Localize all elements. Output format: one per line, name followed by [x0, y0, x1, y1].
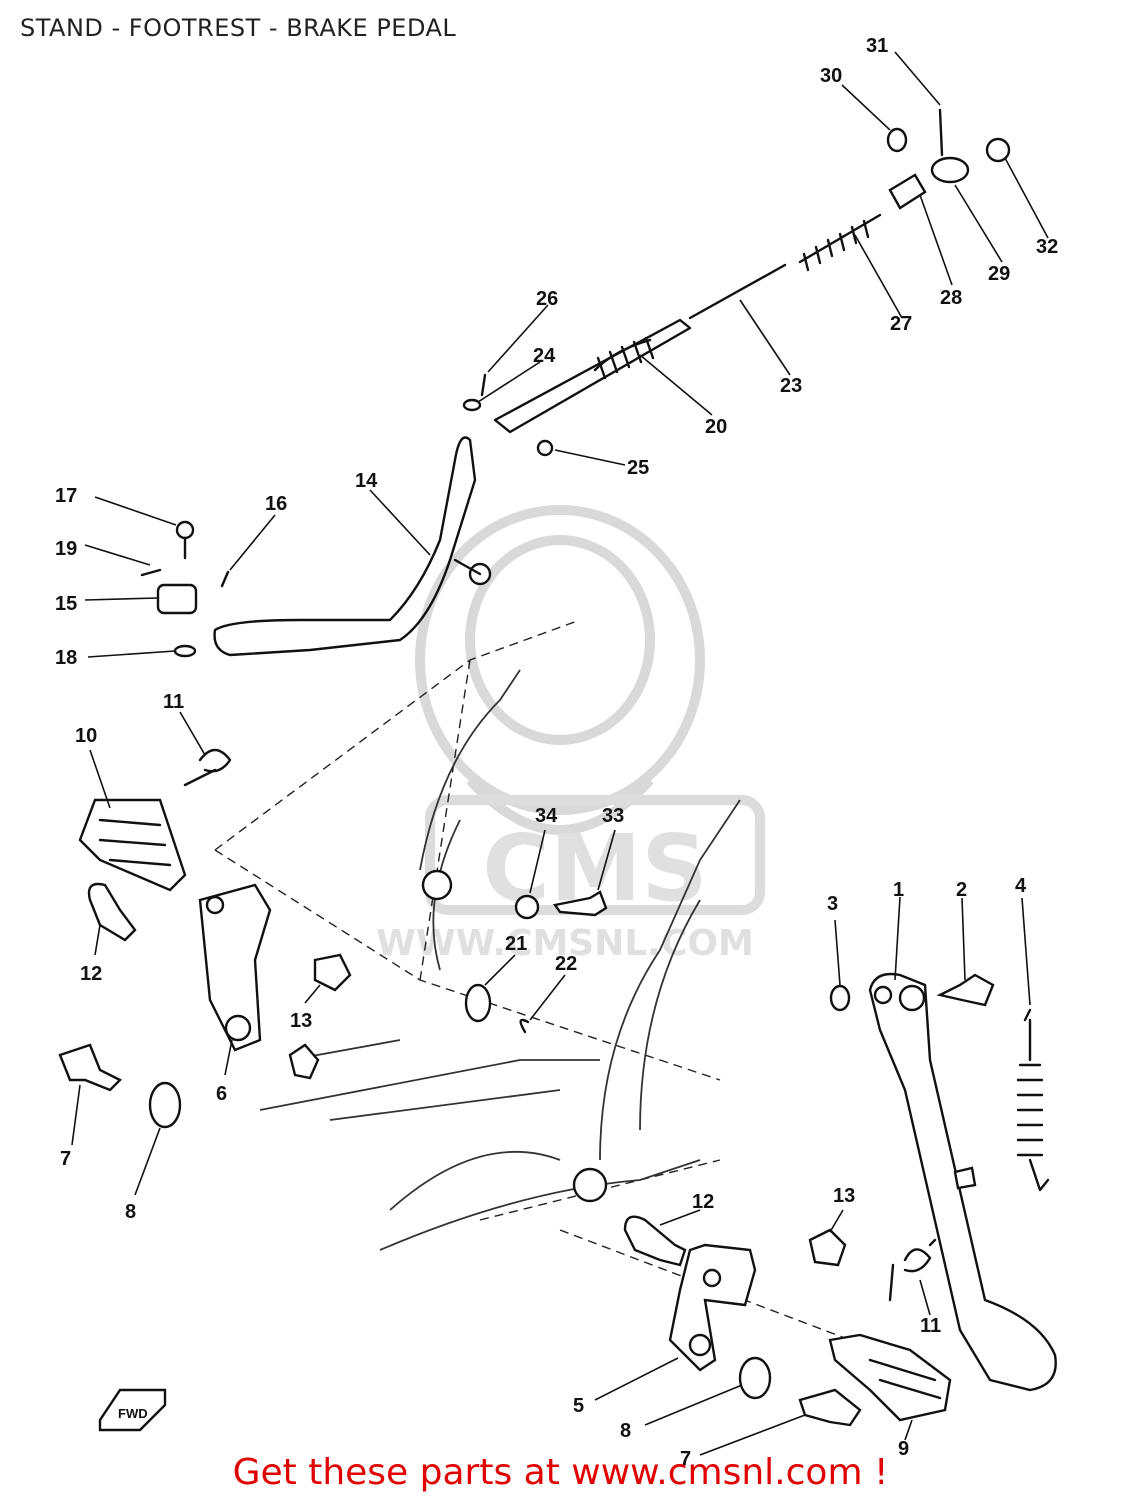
callout-1: 1 [893, 879, 904, 901]
spring-hook-top [1023, 1008, 1032, 1062]
callout-30: 30 [820, 65, 842, 87]
callout-18: 18 [55, 647, 77, 669]
bolt-2 [936, 973, 995, 1007]
circlip-22 [519, 1018, 530, 1034]
callout-16: 16 [265, 493, 287, 515]
brake-rod-clevis [493, 318, 692, 434]
footrest-9 [828, 1333, 952, 1422]
callout-33: 33 [602, 805, 624, 827]
callout-8-right: 8 [620, 1420, 631, 1442]
bolt-7-left [58, 1043, 123, 1092]
callout-11-top: 11 [163, 691, 184, 713]
footer-parts-link[interactable]: Get these parts at www.cmsnl.com ! [232, 1452, 889, 1493]
sidestand-assembly [829, 972, 1057, 1392]
callout-26: 26 [536, 288, 558, 310]
nut-25 [536, 439, 554, 457]
callout-5: 5 [573, 1395, 584, 1417]
footrest-bracket-5 [668, 1243, 757, 1372]
nut-13-left [313, 953, 352, 992]
frame-outline [214, 619, 851, 1341]
nut-13-right [808, 1228, 847, 1267]
wing-nut-32 [985, 137, 1011, 163]
brake-pedal-arm [213, 436, 477, 657]
nut-34 [514, 894, 540, 920]
washer-30 [886, 127, 908, 153]
fwd-direction-badge: FWD [98, 1388, 167, 1432]
callout-6: 6 [216, 1083, 227, 1105]
callout-10: 10 [75, 725, 97, 747]
sidestand-spring-4 [1016, 1063, 1044, 1157]
adjuster-spring-27 [802, 219, 870, 272]
callout-27: 27 [890, 313, 912, 335]
callout-12-right: 12 [692, 1191, 714, 1213]
callout-14: 14 [355, 470, 378, 492]
cotter-pin-31 [938, 108, 944, 157]
callout-29: 29 [988, 263, 1010, 285]
nut-3 [829, 984, 851, 1012]
callout-20: 20 [705, 416, 727, 438]
sidestand-1 [868, 972, 1057, 1392]
fwd-badge-text: FWD [118, 1406, 148, 1421]
callout-7-left: 7 [60, 1148, 71, 1170]
callout-7-right: 7 [680, 1448, 691, 1470]
right-footrest-assembly [623, 1215, 952, 1427]
callout-28: 28 [940, 287, 962, 309]
pin-24 [462, 398, 482, 412]
washer-21 [464, 983, 492, 1023]
bolt-12-left [87, 882, 137, 942]
callout-31: 31 [866, 35, 888, 57]
callout-3: 3 [827, 893, 838, 915]
callout-32: 32 [1036, 236, 1058, 258]
pivot-bolt-head [175, 520, 195, 540]
bolt-7-right [798, 1388, 862, 1427]
brake-rod-assembly [462, 108, 1011, 457]
callout-4: 4 [1015, 875, 1027, 897]
footrest-bracket-6 [198, 883, 272, 1052]
callout-9: 9 [898, 1438, 909, 1460]
adjust-nut-29 [930, 156, 970, 184]
washer-8-left [148, 1081, 182, 1129]
callout-15: 15 [55, 593, 77, 615]
washer-18 [173, 644, 197, 658]
washer-8-right [738, 1356, 772, 1400]
pin-28 [888, 173, 927, 210]
callout-17: 17 [55, 485, 77, 507]
callout-13-left: 13 [290, 1010, 312, 1032]
leader-lines [71, 51, 1049, 1456]
callout-13-right: 13 [833, 1185, 855, 1207]
watermark-url-text: WWW.CMSNL.COM [376, 923, 754, 964]
callout-2: 2 [956, 879, 967, 901]
callout-19: 19 [55, 538, 77, 560]
brake-rod-23 [688, 263, 787, 320]
pedal-pivot-block [156, 583, 198, 615]
callout-22: 22 [555, 953, 577, 975]
callout-labels: 31 30 32 29 28 27 23 20 26 24 25 14 17 1… [55, 35, 1058, 1470]
left-footrest-assembly [58, 748, 352, 1129]
bolt-12-right [623, 1215, 687, 1267]
callout-34: 34 [535, 805, 558, 827]
page-title: STAND - FOOTREST - BRAKE PEDAL [20, 14, 457, 42]
spring-11-right [903, 1248, 932, 1273]
callout-23: 23 [780, 375, 802, 397]
callout-21: 21 [505, 933, 527, 955]
brake-pedal-assembly [140, 436, 492, 658]
callout-24: 24 [533, 345, 556, 367]
collar-left [288, 1043, 320, 1080]
callout-25: 25 [627, 457, 649, 479]
footrest-10 [78, 798, 187, 892]
clip-26 [480, 373, 487, 397]
bolt-33 [552, 890, 608, 917]
rod-spring-20 [596, 336, 655, 380]
callout-8-left: 8 [125, 1201, 136, 1223]
callout-12-left: 12 [80, 963, 102, 985]
center-hardware [421, 869, 608, 1203]
callout-11-bottom: 11 [920, 1315, 941, 1337]
